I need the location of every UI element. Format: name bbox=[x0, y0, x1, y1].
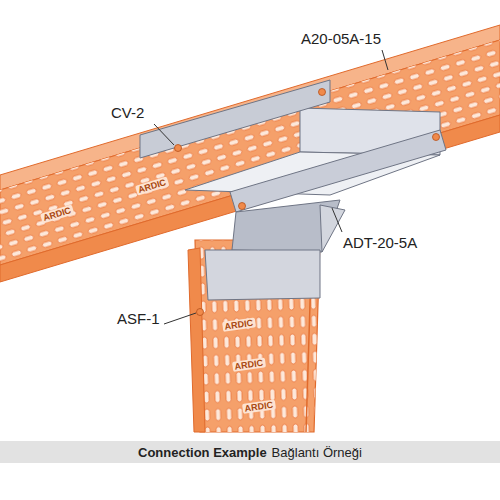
part-code: A20-05A-15 bbox=[300, 30, 382, 47]
vertical-tray bbox=[188, 240, 320, 432]
leader-lines bbox=[154, 50, 388, 324]
horizontal-tray bbox=[0, 25, 500, 282]
part-code: ASF-1 bbox=[116, 310, 161, 327]
bolts bbox=[175, 89, 440, 316]
asf-plate bbox=[205, 250, 320, 300]
part-code: ADT-20-5A bbox=[342, 234, 418, 251]
caption-band: Connection Example Bağlantı Örneği bbox=[0, 441, 500, 463]
part-code: CV-2 bbox=[110, 104, 145, 121]
caption-translation: Bağlantı Örneği bbox=[272, 445, 362, 460]
cv-plate bbox=[140, 80, 330, 158]
caption: Connection Example bbox=[138, 445, 267, 460]
